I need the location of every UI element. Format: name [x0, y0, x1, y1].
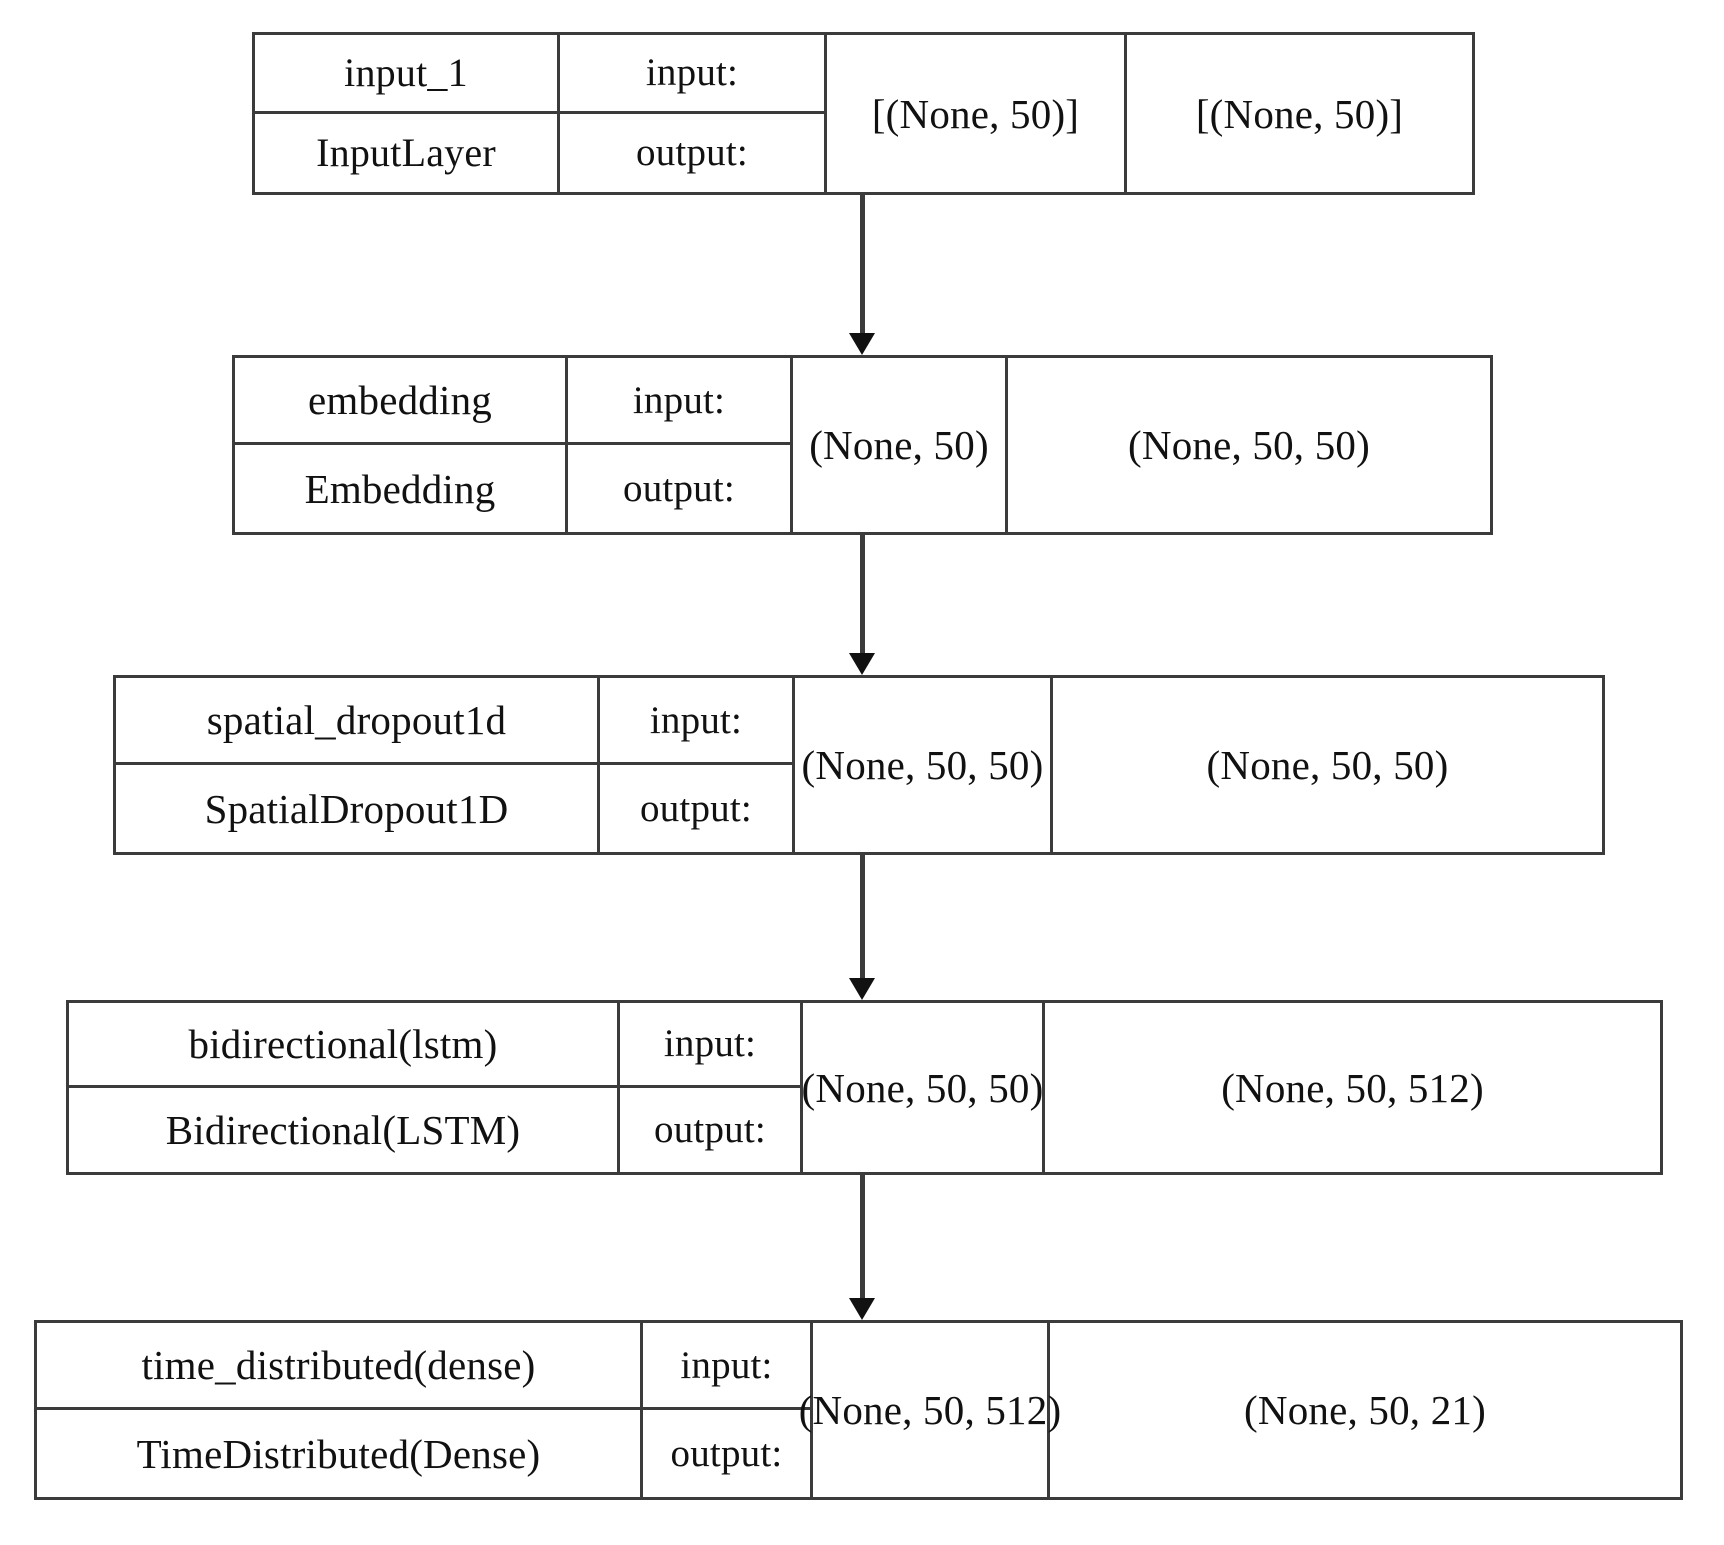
- edge-line: [860, 855, 865, 980]
- node-class: TimeDistributed(Dense): [136, 1430, 541, 1477]
- node-name: bidirectional(lstm): [69, 1003, 617, 1088]
- io-label-input: input:: [600, 678, 792, 765]
- input-shape: (None, 50, 512): [798, 1387, 1062, 1433]
- node-output-shape-column: [(None, 50)]: [1127, 35, 1472, 192]
- node-label-column: time_distributed(dense) TimeDistributed(…: [37, 1323, 643, 1497]
- edge-line: [860, 1175, 865, 1300]
- graph-node-bidirectional_lstm[interactable]: bidirectional(lstm) Bidirectional(LSTM) …: [66, 1000, 1663, 1175]
- node-class: SpatialDropout1D: [204, 785, 509, 832]
- output-shape: [(None, 50)]: [1195, 90, 1404, 137]
- node-name: spatial_dropout1d: [116, 678, 597, 765]
- io-label-output: output:: [636, 131, 748, 175]
- node-io-column: input: output:: [643, 1323, 813, 1497]
- node-label-column: embedding Embedding: [235, 358, 568, 532]
- node-io-column: input: output:: [600, 678, 795, 852]
- io-label-output: output:: [670, 1432, 783, 1475]
- edge-input_1-to-embedding: [849, 195, 875, 355]
- edge-arrowhead-icon: [849, 1298, 875, 1320]
- node-name: embedding: [235, 358, 565, 445]
- node-class: Bidirectional(LSTM): [165, 1106, 521, 1153]
- graph-node-embedding[interactable]: embedding Embedding input: output: (None…: [232, 355, 1493, 535]
- node-label-column: bidirectional(lstm) Bidirectional(LSTM): [69, 1003, 620, 1172]
- edge-arrowhead-icon: [849, 653, 875, 675]
- node-name: time_distributed(dense): [37, 1323, 640, 1410]
- output-shape: (None, 50, 50): [1206, 742, 1449, 788]
- io-label-output: output:: [623, 467, 735, 510]
- edge-arrowhead-icon: [849, 333, 875, 355]
- edge-line: [860, 535, 865, 655]
- edge-embedding-to-spatial_dropout1d: [849, 535, 875, 675]
- node-input-shape-column: (None, 50, 512): [798, 1323, 1062, 1497]
- edge-spatial_dropout1d-to-bidirectional_lstm: [849, 855, 875, 1000]
- node-output-shape-column: (None, 50, 512): [1045, 1003, 1660, 1172]
- node-output-shape-column: (None, 50, 21): [1050, 1323, 1680, 1497]
- node-io-column: input: output:: [568, 358, 793, 532]
- input-shape: [(None, 50)]: [871, 90, 1080, 137]
- node-io-column: input: output:: [560, 35, 827, 192]
- node-output-shape-column: (None, 50, 50): [1053, 678, 1602, 852]
- edge-bidirectional_lstm-to-time_distributed_dense: [849, 1175, 875, 1320]
- node-output-shape-column: (None, 50, 50): [1008, 358, 1490, 532]
- input-shape: (None, 50): [809, 422, 989, 468]
- io-label-input: input:: [568, 358, 790, 445]
- input-shape: (None, 50, 50): [801, 742, 1044, 788]
- io-label-output: output:: [654, 1108, 766, 1152]
- node-io-column: input: output:: [620, 1003, 803, 1172]
- output-shape: (None, 50, 50): [1128, 422, 1370, 468]
- node-input-shape-column: (None, 50): [793, 358, 1008, 532]
- node-class: InputLayer: [316, 130, 496, 176]
- graph-node-input_1[interactable]: input_1 InputLayer input: output: [(None…: [252, 32, 1475, 195]
- io-label-input: input:: [560, 35, 824, 114]
- io-label-output: output:: [640, 787, 752, 830]
- edge-arrowhead-icon: [849, 978, 875, 1000]
- io-label-input: input:: [643, 1323, 810, 1410]
- graph-node-time_distributed_dense[interactable]: time_distributed(dense) TimeDistributed(…: [34, 1320, 1683, 1500]
- node-label-column: input_1 InputLayer: [255, 35, 560, 192]
- node-label-column: spatial_dropout1d SpatialDropout1D: [116, 678, 600, 852]
- edge-line: [860, 195, 865, 335]
- io-label-input: input:: [620, 1003, 800, 1088]
- input-shape: (None, 50, 50): [801, 1064, 1044, 1111]
- node-input-shape-column: (None, 50, 50): [801, 1003, 1045, 1172]
- node-name: input_1: [255, 35, 557, 114]
- node-input-shape-column: (None, 50, 50): [795, 678, 1053, 852]
- output-shape: (None, 50, 512): [1221, 1064, 1484, 1111]
- node-input-shape-column: [(None, 50)]: [827, 35, 1127, 192]
- output-shape: (None, 50, 21): [1244, 1387, 1486, 1433]
- graph-node-spatial_dropout1d[interactable]: spatial_dropout1d SpatialDropout1D input…: [113, 675, 1605, 855]
- node-class: Embedding: [304, 465, 496, 512]
